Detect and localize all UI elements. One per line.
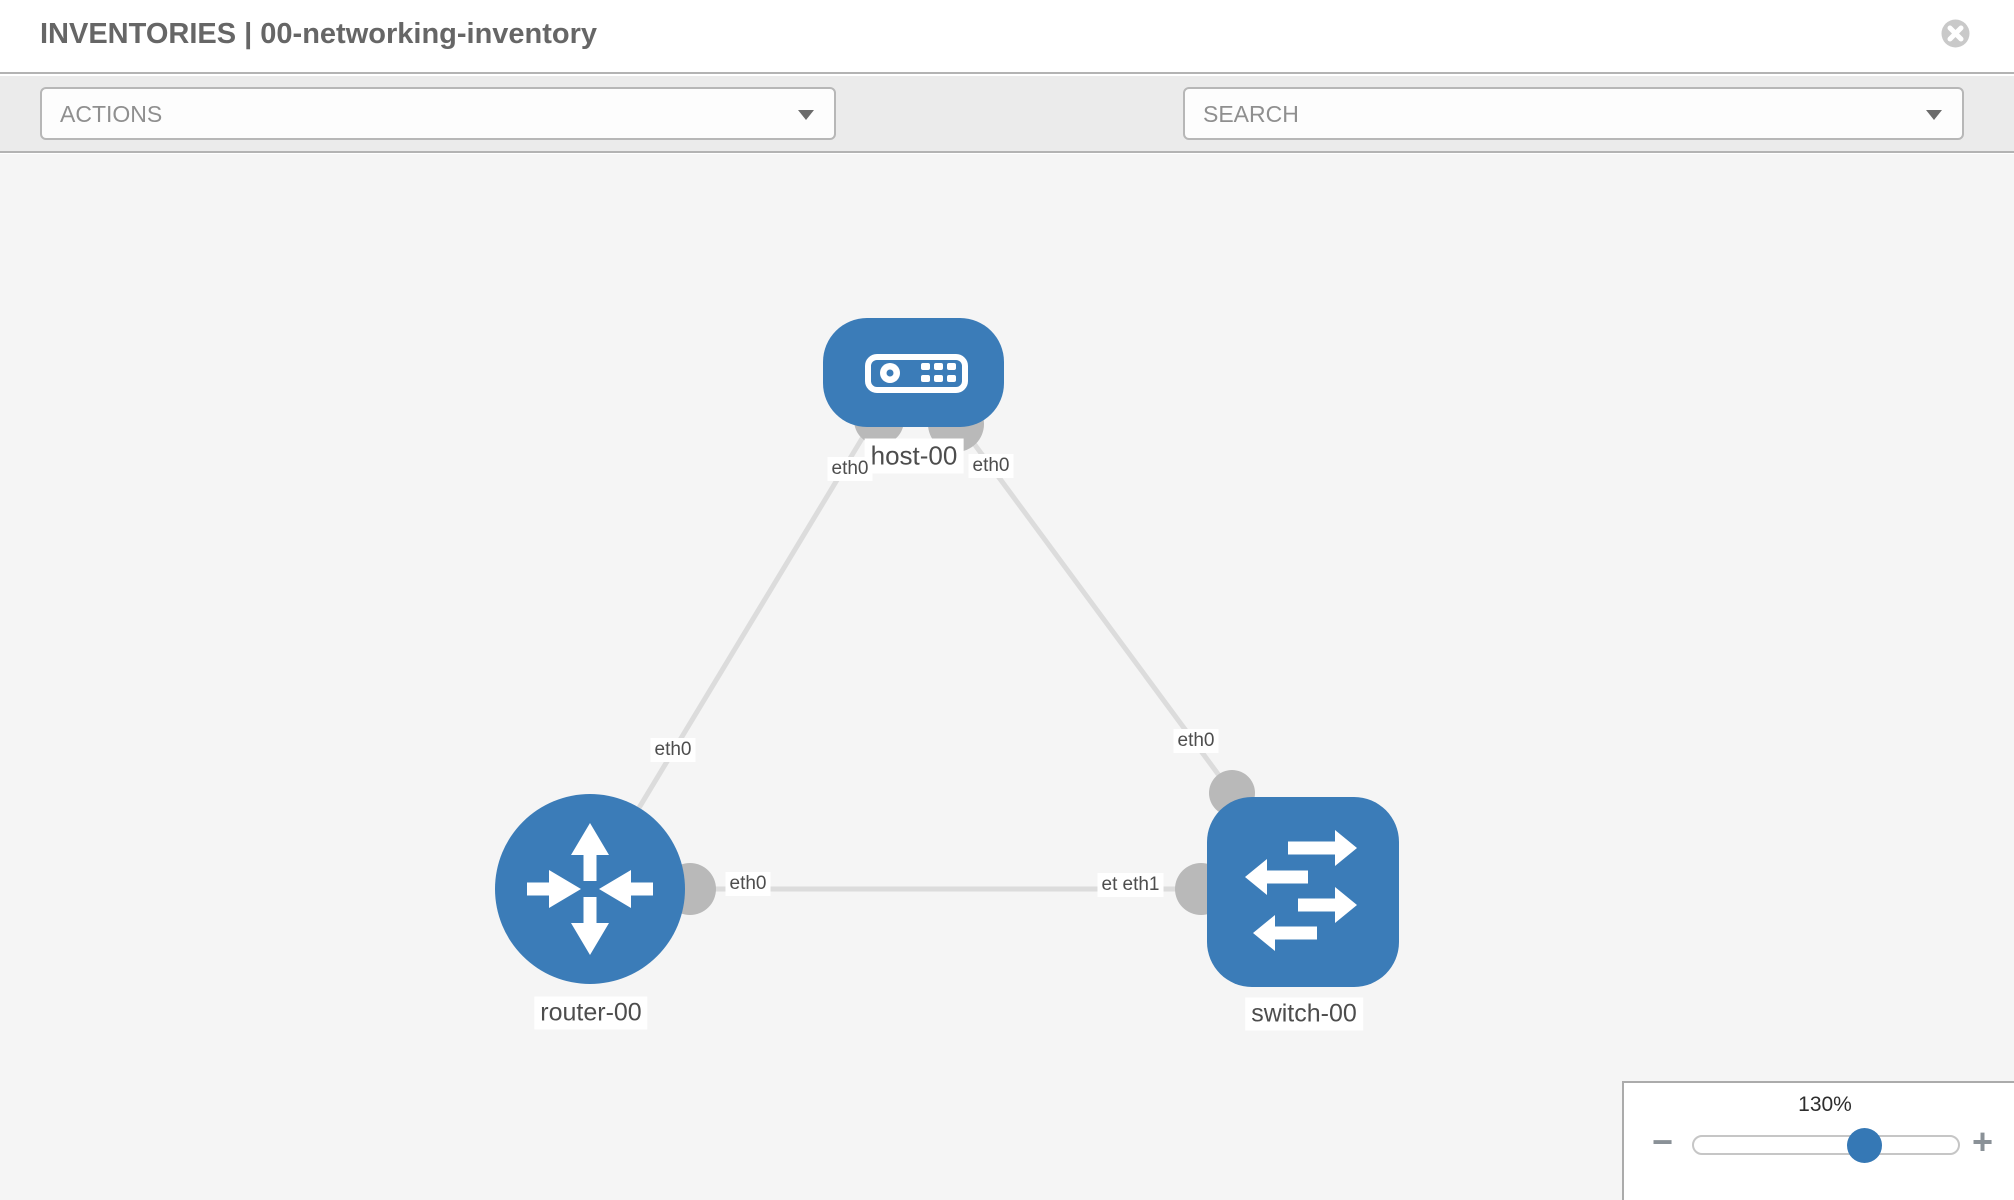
zoom-level: 130% bbox=[1798, 1093, 1852, 1116]
interface-label-router-right: eth0 bbox=[725, 872, 771, 896]
chevron-down-icon bbox=[798, 110, 814, 120]
topology-canvas[interactable]: host-00 router-00 switch-00 eth0 eth0 et… bbox=[0, 154, 2014, 1200]
zoom-slider-track[interactable] bbox=[1692, 1135, 1960, 1155]
close-icon bbox=[1941, 19, 1970, 48]
interface-label-switch-top: eth0 bbox=[1173, 729, 1219, 753]
zoom-in-button[interactable]: + bbox=[1972, 1121, 1994, 1162]
zoom-out-button[interactable]: − bbox=[1652, 1121, 1674, 1162]
zoom-panel: 130% − + bbox=[1622, 1081, 2014, 1200]
interface-label-host-right: eth0 bbox=[968, 454, 1014, 478]
actions-dropdown[interactable]: ACTIONS bbox=[40, 87, 836, 140]
switch-icon bbox=[1245, 830, 1357, 951]
chevron-down-icon bbox=[1926, 110, 1942, 120]
toolbar: ACTIONS SEARCH bbox=[0, 76, 2014, 211]
header: INVENTORIES | 00-networking-inventory bbox=[0, 0, 2014, 74]
interface-label-host-left: eth0 bbox=[827, 457, 873, 481]
node-label-switch: switch-00 bbox=[1245, 997, 1363, 1031]
node-label-host: host-00 bbox=[864, 438, 964, 474]
search-dropdown[interactable]: SEARCH bbox=[1183, 87, 1964, 140]
node-router-00[interactable] bbox=[495, 794, 685, 984]
host-icon bbox=[865, 354, 968, 393]
node-host-00[interactable] bbox=[823, 318, 1004, 427]
router-icon bbox=[527, 823, 653, 955]
zoom-slider-handle[interactable] bbox=[1847, 1128, 1882, 1163]
actions-dropdown-label: ACTIONS bbox=[60, 101, 163, 127]
interface-label-router-top: eth0 bbox=[650, 738, 696, 762]
close-button[interactable] bbox=[1941, 19, 1970, 48]
node-label-router: router-00 bbox=[534, 996, 648, 1030]
search-dropdown-label: SEARCH bbox=[1203, 101, 1299, 127]
interface-label-switch-left-eth1: eth1 bbox=[1118, 873, 1164, 897]
page-title: INVENTORIES | 00-networking-inventory bbox=[40, 18, 598, 50]
node-switch-00[interactable] bbox=[1207, 797, 1399, 987]
